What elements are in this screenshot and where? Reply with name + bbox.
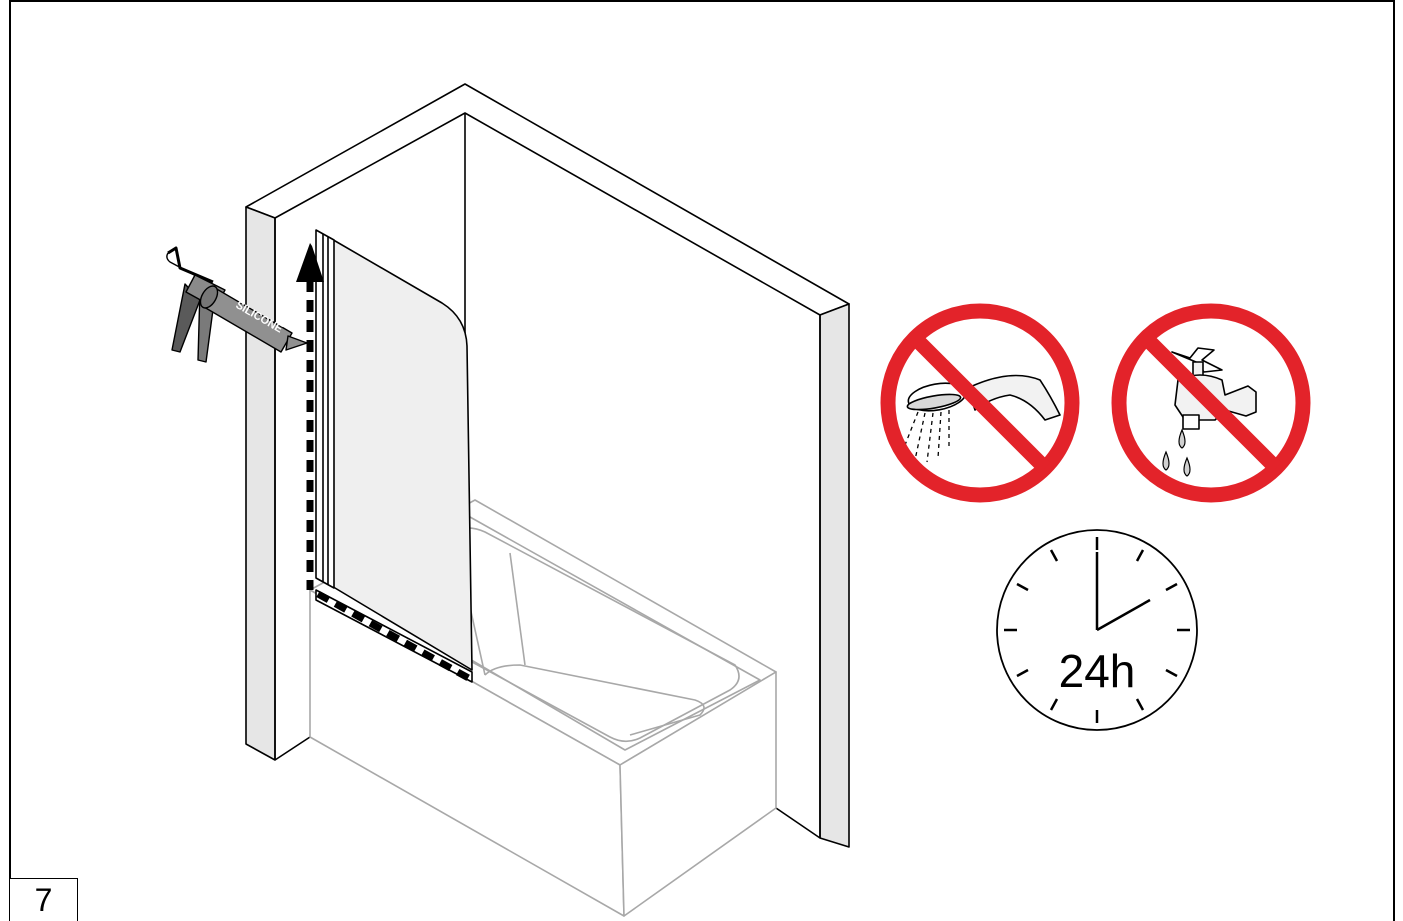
step-number: 7 xyxy=(9,878,78,921)
wall xyxy=(245,83,850,848)
clock-hour-hand xyxy=(1096,598,1151,632)
arrow-up-icon xyxy=(296,243,324,282)
clock-icon: 24h xyxy=(996,529,1198,731)
frame-top-border xyxy=(9,0,1394,2)
frame-left-border xyxy=(9,0,11,921)
no-shower-icon xyxy=(880,303,1080,503)
frame-right-border xyxy=(1393,0,1395,921)
caulking-gun-icon: SILICONE xyxy=(166,246,308,363)
clock-label: 24h xyxy=(1059,645,1136,697)
silicone-seal-lines xyxy=(296,243,474,684)
no-tap-water-icon xyxy=(1111,303,1311,503)
